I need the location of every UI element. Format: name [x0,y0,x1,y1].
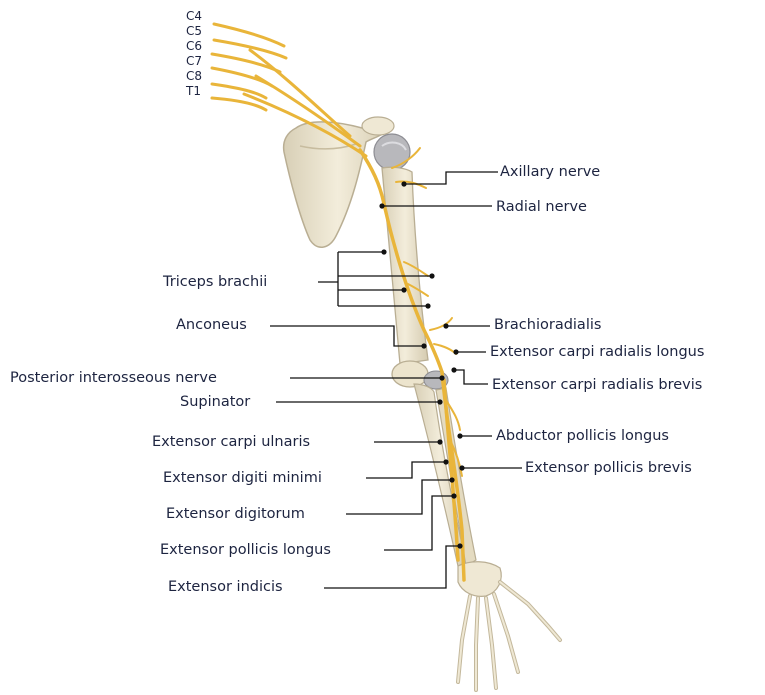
label-extensor-carpi-radialis-longus: Extensor carpi radialis longus [490,343,704,361]
label-extensor-digiti-minimi: Extensor digiti minimi [163,469,322,487]
label-radial-nerve: Radial nerve [496,198,587,216]
label-extensor-carpi-radialis-brevis: Extensor carpi radialis brevis [492,376,702,394]
humerus [382,167,428,364]
root-label-c7: C7 [186,54,202,68]
label-extensor-indicis: Extensor indicis [168,578,283,596]
label-anconeus: Anconeus [176,316,247,334]
root-label-c8: C8 [186,69,202,83]
label-extensor-pollicis-brevis: Extensor pollicis brevis [525,459,692,477]
root-label-t1: T1 [186,84,201,98]
label-posterior-interosseous-nerve: Posterior interosseous nerve [10,369,217,387]
root-label-c5: C5 [186,24,202,38]
label-brachioradialis: Brachioradialis [494,316,601,334]
label-extensor-carpi-ulnaris: Extensor carpi ulnaris [152,433,310,451]
label-triceps-brachii: Triceps brachii [163,273,267,291]
humeral-head [374,134,410,170]
acromion [362,117,394,135]
label-supinator: Supinator [180,393,250,411]
label-extensor-pollicis-longus: Extensor pollicis longus [160,541,331,559]
label-abductor-pollicis-longus: Abductor pollicis longus [496,427,669,445]
olecranon [392,361,428,387]
label-extensor-digitorum: Extensor digitorum [166,505,305,523]
root-label-c4: C4 [186,9,202,23]
root-label-c6: C6 [186,39,202,53]
label-axillary-nerve: Axillary nerve [500,163,600,181]
